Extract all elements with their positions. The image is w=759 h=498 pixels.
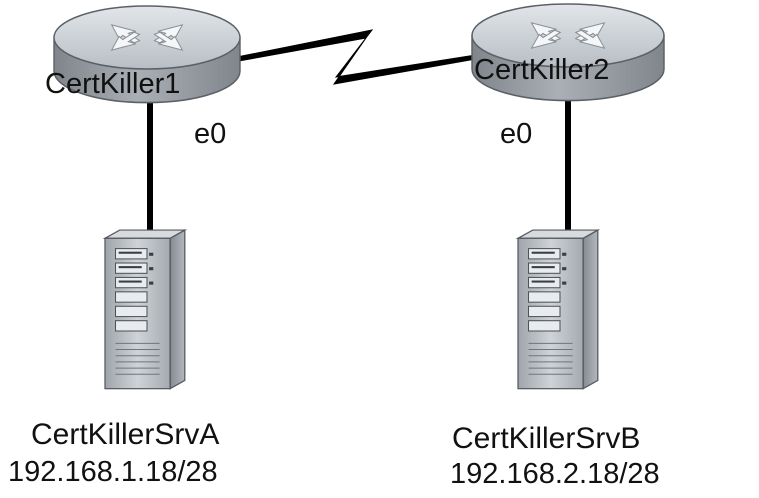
router-label-certkiller1: CertKiller1 [45,68,181,100]
server-label-certkillersrvb: CertKillerSrvB [452,422,641,455]
interface-label-certkiller2: e0 [500,118,533,150]
lightning-serial-link-icon [236,29,477,85]
server-tower-icon-b [517,229,599,390]
server-label-certkillersrva: CertKillerSrvA [31,418,220,451]
router-icon-certkiller2 [471,3,665,102]
server-ip-certkillersrva: 192.168.1.18/28 [8,456,218,488]
router-label-certkiller2: CertKiller2 [474,54,610,86]
server-tower-icon-a [104,229,186,390]
server-ip-certkillersrvb: 192.168.2.18/28 [450,458,660,490]
interface-label-certkiller1: e0 [194,118,227,150]
